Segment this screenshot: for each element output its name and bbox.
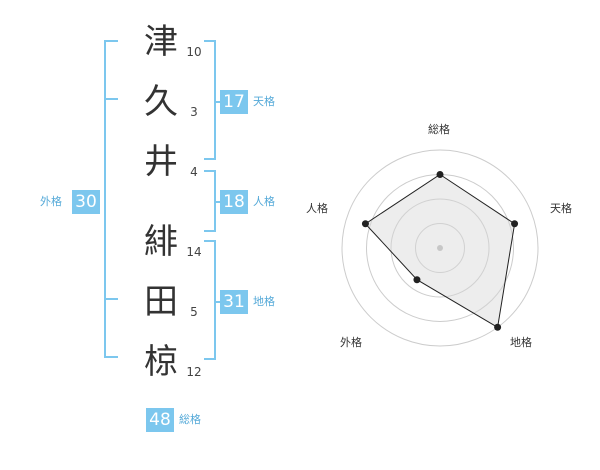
soukaku-value: 48	[146, 408, 174, 432]
tenkaku-label: 天格	[253, 95, 275, 108]
gaikaku-value: 30	[72, 190, 100, 214]
tenkaku-value: 17	[220, 90, 248, 114]
name-char-4: 緋	[144, 222, 178, 262]
chikaku-value: 31	[220, 290, 248, 314]
radar-point-5	[361, 220, 369, 228]
radar-area	[364, 173, 516, 329]
jinkaku-value: 18	[220, 190, 248, 214]
jinkaku-label: 人格	[253, 195, 275, 208]
name-char-5: 田	[144, 282, 178, 322]
radar-label-tenkaku: 天格	[550, 202, 572, 215]
name-char-6: 椋	[144, 342, 178, 382]
name-char-3: 井	[144, 142, 178, 182]
stroke-count-5: 5	[190, 305, 198, 319]
stroke-count-2: 3	[190, 105, 198, 119]
radar-point-4	[413, 276, 421, 284]
stroke-count-4: 14	[186, 245, 202, 259]
radar-label-jinkaku: 人格	[306, 202, 328, 215]
gaikaku-label: 外格	[40, 195, 62, 208]
radar-point-1	[436, 171, 444, 178]
stroke-count-1: 10	[186, 45, 202, 59]
radar-label-gaikaku: 外格	[340, 336, 362, 349]
name-char-2: 久	[144, 82, 178, 122]
radar-point-2	[511, 220, 519, 228]
chikaku-label: 地格	[253, 295, 275, 308]
stroke-count-3: 4	[190, 165, 198, 179]
radar-grid-ring	[390, 198, 490, 298]
stroke-count-6: 12	[186, 365, 202, 379]
radar-label-chikaku: 地格	[510, 336, 532, 349]
radar-label-soukaku: 総格	[428, 123, 450, 136]
soukaku-label: 総格	[179, 413, 201, 426]
radar-center	[437, 245, 443, 251]
radar-point-3	[494, 323, 502, 331]
radar-grid-ring	[415, 223, 465, 273]
name-char-1: 津	[144, 22, 178, 62]
radar-grid-ring	[341, 149, 539, 347]
